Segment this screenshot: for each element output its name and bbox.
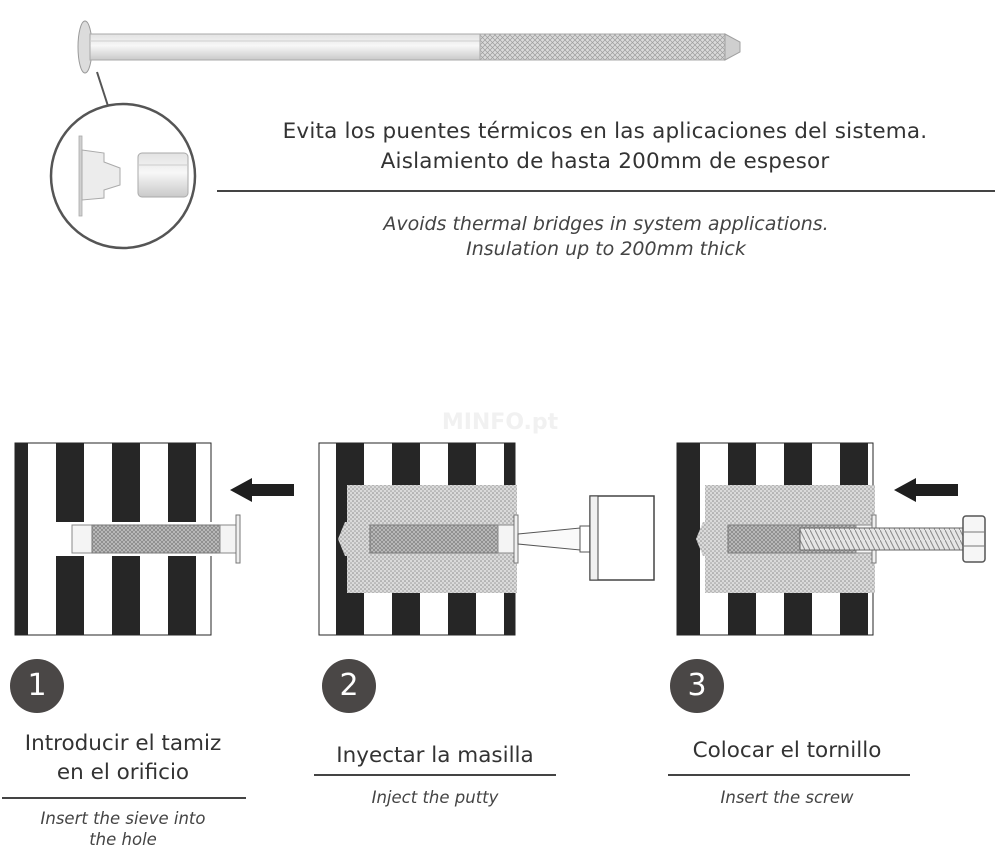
title-en-line2: Insulation up to 200mm thick — [466, 238, 746, 260]
step3-arrow-icon — [894, 478, 958, 502]
step2-divider — [314, 774, 556, 776]
detail-zoom-circle — [49, 102, 197, 250]
step1-arrow-icon — [230, 478, 294, 502]
step1-divider — [2, 797, 246, 799]
step2-title: Inyectar la masilla — [336, 743, 534, 768]
step1-sieve-mesh — [91, 524, 221, 554]
step3-screw-thread — [799, 527, 966, 551]
title-en-line1: Avoids thermal bridges in system applica… — [383, 213, 829, 235]
step3-en: Insert the screw — [720, 788, 854, 807]
step1-number-badge: 1 — [10, 659, 64, 713]
step2-nozzle — [517, 527, 581, 551]
title-es-line2: Aislamiento de hasta 200mm de espesor — [380, 149, 830, 174]
step2-en: Inject the putty — [371, 788, 499, 807]
step1-en-line2: the hole — [89, 830, 157, 849]
step2-cartridge — [589, 495, 655, 581]
sieve-tube — [89, 33, 481, 61]
step1-diagram — [14, 442, 294, 636]
watermark: MINFO.pt — [441, 410, 559, 435]
step2-sieve-mesh — [369, 524, 499, 554]
steps-illustration — [14, 442, 986, 636]
title-es-line1: Evita los puentes térmicos en las aplica… — [282, 119, 928, 144]
step3-diagram — [676, 442, 986, 636]
sieve-tip — [724, 33, 741, 61]
step3-title: Colocar el tornillo — [692, 738, 882, 763]
step2-number-badge: 2 — [322, 659, 376, 713]
step1-en-line1: Insert the sieve into — [40, 809, 206, 828]
step3-number-badge: 3 — [670, 659, 724, 713]
step1-title-line2: en el orificio — [56, 760, 190, 785]
sieve-illustration — [49, 20, 741, 250]
header-divider — [217, 190, 995, 192]
step1-title-line1: Introducir el tamiz — [24, 731, 222, 756]
sieve-mesh — [479, 33, 726, 61]
step3-screw-head — [962, 515, 986, 563]
step2-diagram — [318, 442, 655, 636]
step3-divider — [668, 774, 910, 776]
